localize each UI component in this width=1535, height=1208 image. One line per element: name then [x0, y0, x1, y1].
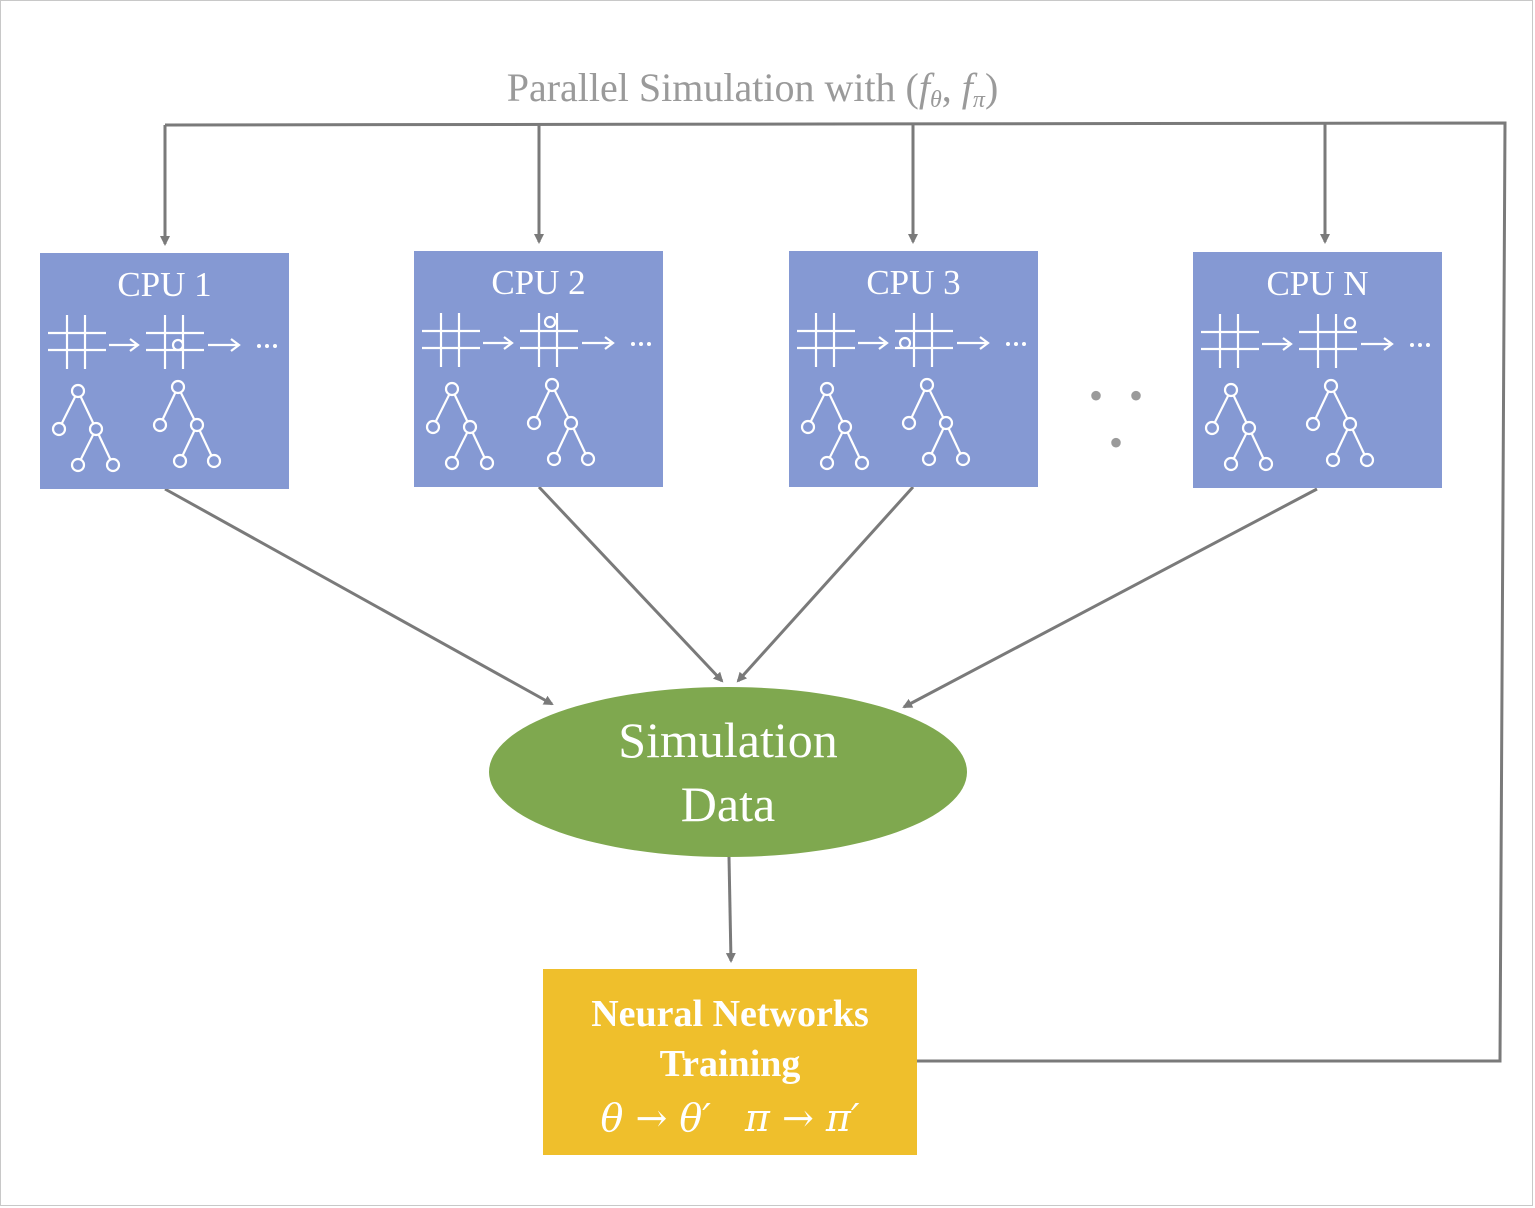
cpu-label: CPU N	[1266, 264, 1369, 303]
board-grid-icon	[422, 313, 480, 367]
data-to-training-arrow	[725, 856, 736, 963]
cpu-box-n: CPU N	[1193, 252, 1442, 488]
feedback-loop-line	[164, 121, 1507, 1063]
arrow-right-icon	[109, 338, 140, 352]
simulation-data-node: Simulation Data	[489, 687, 967, 857]
arrow-right-icon	[582, 336, 615, 350]
training-title-line2: Training	[659, 1043, 801, 1085]
cpu-box-1: CPU 1	[40, 253, 289, 489]
parameter-update-formula: θ → θ′π → π′	[600, 1096, 860, 1140]
continuation-dots-icon	[631, 342, 651, 346]
cpu-box-3: CPU 3	[789, 251, 1038, 487]
more-cpus-ellipsis: • • •	[1088, 373, 1151, 465]
cpu-label: CPU 3	[866, 263, 961, 302]
search-tree-icon	[800, 381, 870, 471]
cpu-3-to-data-arrow	[736, 485, 915, 683]
board-grid-icon	[146, 315, 204, 369]
arrow-right-icon	[957, 336, 990, 350]
arrow-right-icon	[858, 336, 889, 350]
cpu-search-icons	[797, 313, 1026, 471]
board-grid-icon	[48, 315, 106, 369]
cpu-search-icons	[422, 313, 651, 471]
cpu-1-to-data-arrow	[164, 487, 554, 706]
arrow-right-icon	[1262, 337, 1293, 351]
board-grid-icon	[797, 313, 855, 367]
simulation-data-line2: Data	[680, 776, 776, 832]
arrow-right-icon	[208, 338, 241, 352]
board-grid-icon	[895, 313, 953, 367]
board-grid-icon	[520, 313, 578, 367]
cpu-label: CPU 2	[491, 263, 586, 302]
neural-network-training-node: Neural Networks Training θ → θ′π → π′	[543, 969, 917, 1155]
cpu-search-icons	[1201, 314, 1430, 472]
board-grid-icon	[1299, 314, 1357, 368]
cpu-2-to-data-arrow	[537, 485, 724, 683]
search-tree-icon	[425, 381, 495, 471]
parallel-simulation-label: Parallel Simulation with (fθ, fπ)	[506, 65, 999, 113]
cpu-box-2: CPU 2	[414, 251, 663, 487]
arrow-right-icon	[1361, 337, 1394, 351]
search-tree-icon	[1204, 382, 1274, 472]
cpu-n-to-data-arrow	[902, 487, 1318, 709]
cpu-label: CPU 1	[117, 265, 212, 304]
arrow-right-icon	[483, 336, 514, 350]
continuation-dots-icon	[257, 344, 277, 348]
simulation-data-line1: Simulation	[618, 712, 838, 768]
search-tree-icon	[1305, 378, 1375, 468]
search-tree-icon	[901, 377, 971, 467]
cpu-search-icons	[48, 315, 277, 473]
continuation-dots-icon	[1410, 343, 1430, 347]
search-tree-icon	[51, 383, 121, 473]
continuation-dots-icon	[1006, 342, 1026, 346]
board-grid-icon	[1201, 314, 1259, 368]
search-tree-icon	[526, 377, 596, 467]
search-tree-icon	[152, 379, 222, 469]
training-title-line1: Neural Networks	[591, 993, 869, 1035]
